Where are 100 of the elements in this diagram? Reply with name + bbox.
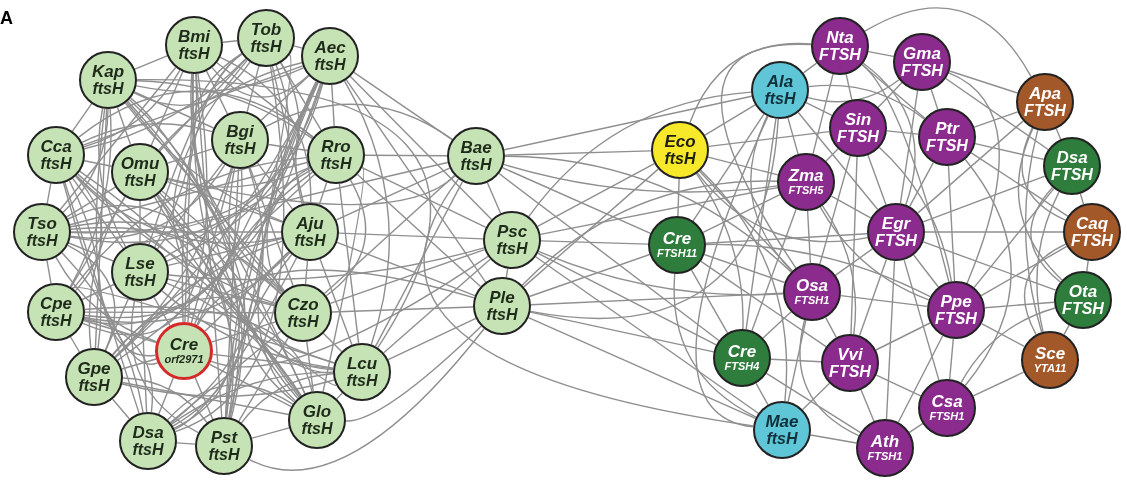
connector-line bbox=[864, 7, 1032, 78]
connector-line bbox=[845, 73, 853, 101]
connector-line bbox=[802, 62, 818, 74]
connector-line bbox=[142, 161, 449, 244]
connector-line bbox=[539, 186, 779, 236]
connector-line bbox=[897, 335, 944, 423]
protein-node-circle bbox=[274, 284, 332, 342]
connector-line bbox=[877, 82, 903, 108]
gene-label: ftsH bbox=[208, 446, 240, 464]
connector-line bbox=[858, 258, 888, 337]
connector-line bbox=[695, 115, 769, 428]
connector-line bbox=[521, 180, 778, 286]
connector-line bbox=[374, 180, 464, 348]
connector-line bbox=[523, 168, 659, 288]
species-label: Pst bbox=[210, 428, 238, 447]
connector-line bbox=[503, 163, 778, 193]
gene-label: FTSH bbox=[837, 128, 879, 146]
connector-line bbox=[530, 292, 784, 306]
connector-line bbox=[702, 194, 781, 233]
connector-line bbox=[111, 296, 276, 356]
protein-node-circle bbox=[333, 343, 391, 401]
connector-line bbox=[135, 67, 305, 93]
connector-line bbox=[195, 73, 223, 418]
connector-line bbox=[98, 107, 127, 248]
connector-line bbox=[387, 317, 477, 361]
connector-line bbox=[84, 168, 243, 319]
species-label: Lcu bbox=[346, 354, 378, 373]
connector-line bbox=[503, 95, 753, 151]
connector-line bbox=[136, 79, 431, 349]
species-label: Csa bbox=[931, 393, 963, 412]
species-label: Ota bbox=[1068, 282, 1098, 301]
connector-line bbox=[762, 311, 792, 339]
connector-line bbox=[338, 183, 360, 344]
connector-line bbox=[705, 233, 868, 244]
connector-line bbox=[1021, 127, 1067, 221]
connector-line bbox=[802, 382, 830, 411]
connector-line bbox=[980, 322, 1026, 348]
species-label: Rro bbox=[321, 137, 351, 156]
connector-line bbox=[260, 75, 310, 121]
connector-line bbox=[61, 252, 144, 414]
protein-node-circle bbox=[111, 143, 169, 201]
protein-node-circle bbox=[288, 391, 346, 449]
protein-node-circle bbox=[918, 108, 976, 166]
connector-line bbox=[535, 256, 759, 414]
connector-line bbox=[83, 58, 247, 150]
connector-line bbox=[81, 123, 213, 143]
connector-line bbox=[819, 206, 930, 301]
connector-line bbox=[329, 248, 486, 305]
connector-line bbox=[82, 65, 304, 146]
gene-label: FTSH bbox=[1024, 102, 1066, 120]
species-label: Gma bbox=[903, 44, 941, 63]
connector-line bbox=[806, 210, 812, 264]
connector-line bbox=[83, 317, 154, 413]
connector-line bbox=[167, 384, 294, 421]
protein-node-circle bbox=[751, 61, 809, 119]
connector-line bbox=[322, 332, 343, 353]
connector-line bbox=[140, 300, 148, 413]
connector-line bbox=[834, 248, 874, 276]
gene-label: FTSH1 bbox=[794, 295, 830, 307]
connector-line bbox=[331, 84, 335, 127]
connector-line bbox=[159, 58, 247, 152]
connector-line bbox=[809, 434, 858, 444]
gene-label: FTSH bbox=[1051, 166, 1093, 184]
species-label: Lse bbox=[125, 254, 155, 273]
connector-line bbox=[875, 322, 931, 351]
gene-label: FTSH bbox=[875, 232, 917, 250]
species-label: Caq bbox=[1075, 214, 1109, 233]
protein-node-circle bbox=[165, 16, 223, 74]
connector-line bbox=[83, 252, 291, 323]
species-label: Bgi bbox=[226, 122, 254, 141]
species-label: Nta bbox=[826, 28, 854, 47]
connector-line bbox=[322, 166, 365, 393]
protein-node-circle bbox=[301, 27, 359, 85]
connector-line bbox=[973, 111, 1019, 128]
connector-line bbox=[121, 379, 335, 397]
connector-line bbox=[271, 65, 305, 205]
connector-line bbox=[964, 158, 1012, 387]
gene-label: ftsH bbox=[664, 150, 696, 168]
connector-line bbox=[248, 328, 485, 471]
connector-line bbox=[708, 130, 830, 148]
connector-line bbox=[765, 372, 862, 434]
connector-line bbox=[156, 162, 224, 250]
connector-line bbox=[745, 118, 777, 330]
connector-line bbox=[699, 170, 793, 272]
connector-line bbox=[960, 307, 1056, 384]
connector-line bbox=[84, 306, 313, 393]
connector-line bbox=[821, 205, 857, 335]
connector-line bbox=[172, 59, 336, 364]
connector-line bbox=[805, 102, 833, 116]
gene-label: ftsH bbox=[26, 232, 58, 250]
connector-line bbox=[222, 40, 238, 43]
species-label: Glo bbox=[302, 402, 332, 421]
connector-line bbox=[917, 120, 1024, 214]
connector-line bbox=[797, 111, 879, 211]
connector-line bbox=[974, 142, 1045, 161]
connector-line bbox=[1017, 127, 1063, 281]
species-label: Sin bbox=[844, 110, 872, 129]
connector-line bbox=[343, 80, 390, 346]
connector-line bbox=[486, 182, 502, 214]
connector-line bbox=[168, 247, 485, 281]
